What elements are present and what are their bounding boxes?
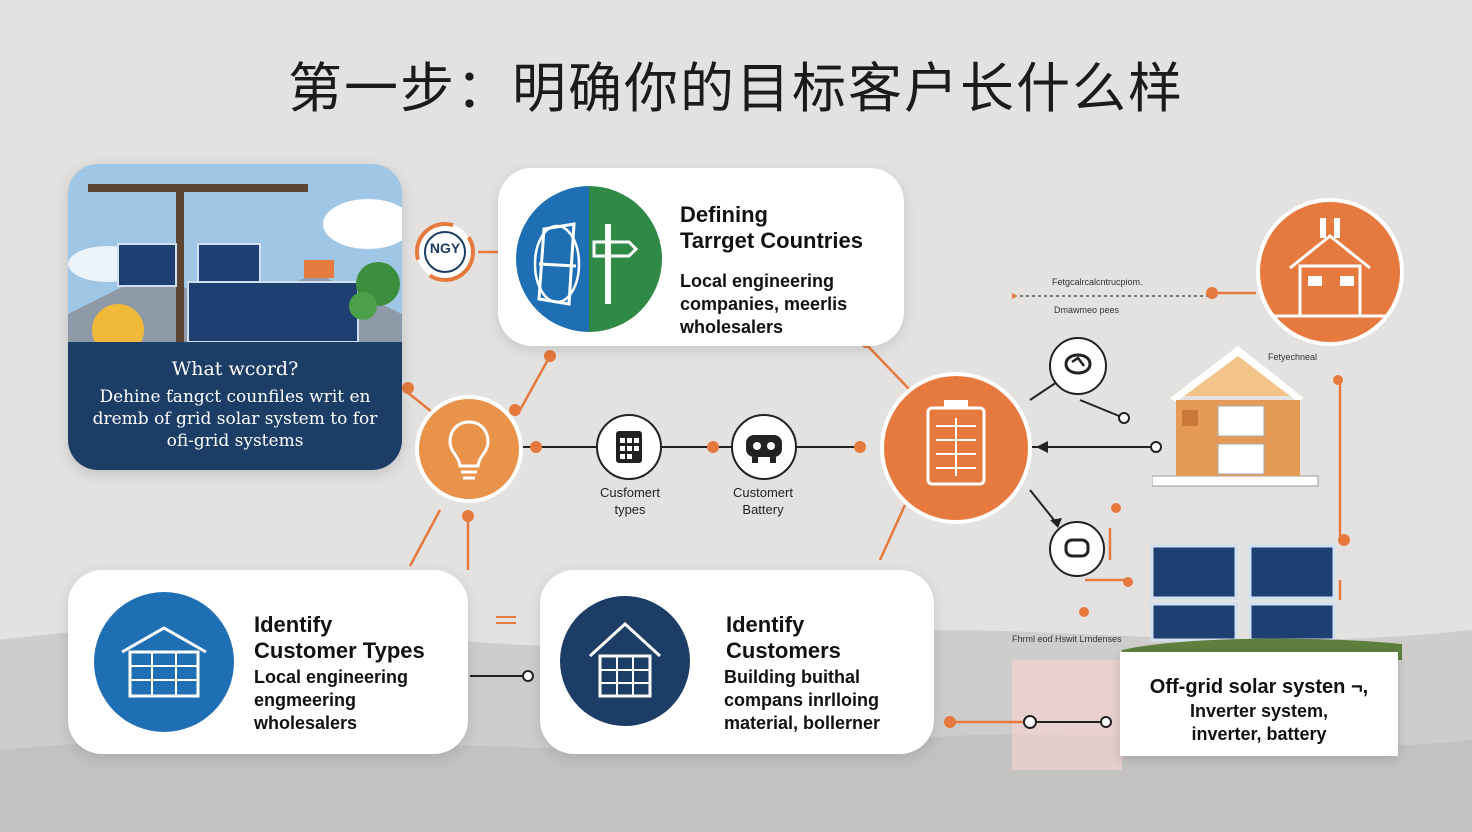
result-line-2: Inverter system, xyxy=(1189,701,1329,721)
result-line-1: Off-grid solar systen ¬, xyxy=(1149,676,1369,698)
card-countries-body-1: Local engineering xyxy=(680,271,835,291)
house-grid-icon xyxy=(94,592,234,732)
solar-photo-card: What wcord? Dehine ƭangct counfiles writ… xyxy=(68,164,402,470)
result-box[interactable]: Off-grid solar systen ¬, Inverter system… xyxy=(1120,652,1398,756)
tiny-label-house: Fetyechneal xyxy=(1268,352,1318,362)
result-line-3: inverter, battery xyxy=(1191,724,1327,744)
tiny-label-top: Fetgcalrcalcntrucpiom. xyxy=(1052,277,1143,287)
card-customers-body-2: compans inrlloing xyxy=(724,690,880,710)
node-battery-label-2: Battery xyxy=(742,502,784,517)
photo-line-3: dremb of grid solar system to for xyxy=(92,409,378,429)
card-customer-types[interactable]: Identify Customer Types Local engineerin… xyxy=(68,570,468,754)
card-customers-heading-2: Customers xyxy=(726,638,841,663)
calendar-grid-icon[interactable] xyxy=(595,413,663,481)
card-target-countries[interactable]: Defining Tarrget Countries Local enginee… xyxy=(498,168,904,346)
card-types-body-2: engmeering xyxy=(254,690,357,710)
card-countries-body-2: companies, meerlis xyxy=(680,294,848,314)
card-types-heading-1: Identify xyxy=(254,612,333,637)
card-identify-customers[interactable]: Identify Customers Building buithal comp… xyxy=(540,570,934,754)
card-customers-heading-1: Identify xyxy=(726,612,805,637)
solar-farm-illustration xyxy=(68,164,402,470)
face-icon[interactable] xyxy=(1048,336,1108,396)
building-icon xyxy=(560,596,690,726)
card-types-body-1: Local engineering xyxy=(254,667,409,687)
ngy-badge-icon xyxy=(415,222,475,282)
card-countries-heading-2: Tarrget Countries xyxy=(680,228,863,253)
card-countries-heading-1: Defining xyxy=(680,202,768,227)
photo-question: What wcord? xyxy=(171,358,299,380)
card-customers-body-3: material, bollerner xyxy=(724,713,881,733)
page-title: 第一步：明确你的目标客户长什么样 xyxy=(288,57,1184,120)
battery-robot-icon[interactable] xyxy=(730,413,798,481)
battery-hub-icon[interactable] xyxy=(878,370,1034,526)
card-types-heading-2: Customer Types xyxy=(254,638,425,663)
lightbulb-icon[interactable] xyxy=(412,392,526,506)
house-illustration xyxy=(1152,346,1319,487)
photo-line-4: ofi-grid systems xyxy=(166,431,304,451)
tiny-label-sub: Dmawmeo pees xyxy=(1054,305,1120,315)
node-types-label-2: types xyxy=(614,502,646,517)
card-customers-body-1: Building buithal xyxy=(724,667,860,687)
meter-icon[interactable] xyxy=(1048,520,1106,578)
solar-panels-illustration xyxy=(1122,544,1402,660)
card-types-body-3: wholesalers xyxy=(254,713,358,733)
tiny-label-panels: Fhrml eoɗ Hswit Lrndenses xyxy=(1012,634,1122,644)
node-battery-label-1: Cuѕtomert xyxy=(733,485,793,500)
house-circle-icon[interactable] xyxy=(1254,196,1406,348)
photo-line-2: Dehine ƭangct counfiles writ en xyxy=(99,387,371,407)
node-types-label-1: Cusfomert xyxy=(600,485,660,500)
card-countries-body-3: wholesalers xyxy=(680,317,784,337)
ngy-badge-text: NGY xyxy=(429,240,461,256)
globe-signpost-icon xyxy=(516,186,662,332)
